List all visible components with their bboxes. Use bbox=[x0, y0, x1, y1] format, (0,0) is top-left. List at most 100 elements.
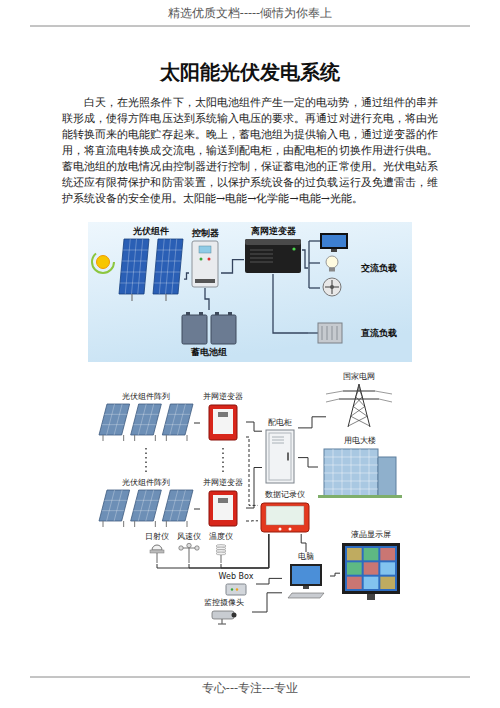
lcd-frame bbox=[342, 543, 400, 594]
pylon-illustration bbox=[326, 383, 392, 428]
panel-grid bbox=[138, 404, 146, 435]
icon-group bbox=[309, 233, 348, 296]
icon-group bbox=[212, 611, 237, 624]
battery-terminal bbox=[186, 312, 190, 315]
connector-line bbox=[194, 509, 200, 510]
charge-controller: 控制器 bbox=[189, 228, 221, 288]
panel-leg bbox=[123, 435, 124, 441]
panel-grid bbox=[177, 490, 185, 521]
panel-leg bbox=[187, 521, 188, 527]
monitor-screen bbox=[292, 566, 320, 584]
icon-group bbox=[99, 490, 193, 527]
inverter-display bbox=[218, 412, 228, 417]
offgrid-inverter: 离网逆变器 bbox=[244, 226, 302, 274]
node-label: Web Box bbox=[218, 572, 255, 582]
pylon-arm bbox=[339, 399, 379, 400]
node-label: 蓄电池组 bbox=[190, 347, 228, 358]
solar1-illustration bbox=[118, 238, 184, 302]
lcd-tile bbox=[380, 577, 395, 589]
panel-grid bbox=[133, 424, 156, 425]
page-title: 太阳能光伏发电系统 bbox=[0, 60, 500, 85]
lcd-tile bbox=[347, 548, 362, 560]
pylon-leg bbox=[348, 384, 359, 427]
icon-group bbox=[342, 543, 400, 600]
pylon-leg bbox=[359, 384, 370, 427]
inverter-vent bbox=[250, 250, 273, 251]
solar-panel bbox=[162, 404, 193, 435]
continuation-dots bbox=[145, 448, 146, 472]
solar-panel bbox=[119, 239, 149, 294]
solar-panel bbox=[99, 404, 130, 435]
cabinet-vent bbox=[272, 443, 284, 444]
surveillance-camera: 监控摄像头 bbox=[196, 598, 252, 626]
panel-leg bbox=[166, 435, 167, 441]
cabinet-door bbox=[269, 433, 291, 480]
monitor-screen bbox=[322, 235, 346, 247]
page-header: 精选优质文档-----倾情为你奉上 bbox=[0, 6, 500, 21]
node-label: 并网逆变器 bbox=[202, 392, 244, 402]
cabinet-body bbox=[266, 430, 294, 483]
logger-screen bbox=[266, 506, 304, 525]
panel-grid bbox=[104, 500, 127, 501]
lcd-tile bbox=[347, 577, 362, 589]
thermometer: 温度仪 bbox=[206, 532, 236, 564]
inverter-panel bbox=[213, 409, 233, 434]
node-label: 光伏组件阵列 bbox=[121, 392, 171, 402]
header-rule bbox=[30, 26, 470, 27]
webbox-illustration bbox=[216, 583, 256, 596]
solar-panel bbox=[162, 490, 193, 521]
battery-terminal bbox=[215, 312, 219, 315]
node-label: 温度仪 bbox=[208, 532, 234, 542]
camera-mount bbox=[218, 623, 226, 624]
panel-grid bbox=[170, 490, 178, 521]
connector-line bbox=[256, 578, 282, 584]
icon-group bbox=[119, 239, 183, 301]
load-branch bbox=[308, 332, 318, 333]
panel-leg bbox=[103, 435, 104, 441]
panel-stand bbox=[131, 294, 132, 301]
inverter-display bbox=[218, 498, 228, 503]
node-label: 交流负载 bbox=[360, 263, 398, 274]
icon-group bbox=[179, 543, 199, 563]
diagram-background bbox=[88, 222, 412, 362]
grid-inverter: 并网逆变器 bbox=[200, 478, 246, 528]
ac-load: 交流负载 bbox=[308, 232, 398, 304]
monitor-stand bbox=[331, 249, 337, 252]
pv-module: 光伏组件 bbox=[118, 226, 184, 302]
connector-line bbox=[252, 593, 282, 612]
icon-group bbox=[308, 323, 342, 343]
icon-group bbox=[150, 545, 164, 563]
logger-button bbox=[289, 528, 292, 531]
connector-line bbox=[302, 250, 308, 268]
icon-group bbox=[192, 241, 218, 287]
pv-array: 光伏组件阵列 bbox=[98, 392, 194, 442]
webbox-body bbox=[226, 584, 246, 595]
cabinet-handle bbox=[287, 453, 289, 461]
sun-symbol bbox=[97, 256, 110, 269]
panel-grid bbox=[125, 239, 130, 294]
panel-grid bbox=[177, 404, 185, 435]
inverter-body bbox=[209, 405, 237, 440]
solar-panel bbox=[153, 239, 183, 294]
load-branch bbox=[309, 287, 320, 288]
inverter2-illustration bbox=[200, 489, 246, 528]
camera-lens bbox=[232, 613, 237, 618]
connector-line bbox=[301, 534, 306, 552]
panel-grid bbox=[102, 510, 125, 511]
solar2-illustration bbox=[98, 403, 194, 442]
distribution-cabinet: 配电柜 bbox=[262, 418, 298, 484]
icon-group bbox=[209, 405, 237, 440]
panel-grid bbox=[107, 490, 115, 521]
pylon-lattice bbox=[351, 407, 365, 417]
controller-terminals bbox=[195, 279, 215, 283]
panel-grid bbox=[114, 404, 122, 435]
node-label: 离网逆变器 bbox=[250, 226, 297, 237]
footer-rule bbox=[30, 677, 470, 678]
building-wing bbox=[378, 457, 396, 497]
connector-line bbox=[246, 422, 262, 431]
panel-leg bbox=[134, 521, 135, 527]
load-bus bbox=[308, 241, 309, 288]
panel-grid bbox=[138, 239, 143, 294]
